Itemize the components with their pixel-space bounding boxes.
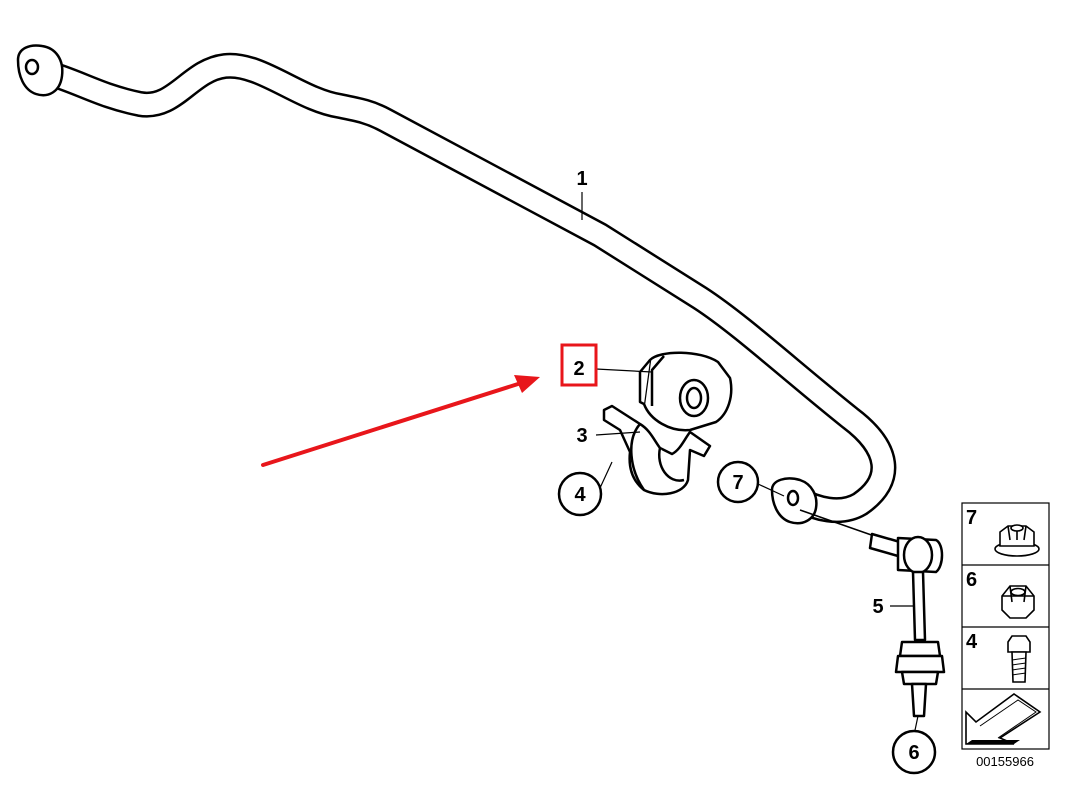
bar-end-eye xyxy=(16,44,64,97)
hex-nut-icon xyxy=(1001,585,1035,619)
forward-arrow-icon xyxy=(965,693,1042,745)
legend-num-7: 7 xyxy=(966,507,977,529)
legend-num-4: 4 xyxy=(966,631,978,653)
callout-4: 4 xyxy=(574,484,586,506)
stabilizer-bar xyxy=(32,52,897,524)
rubber-mounting xyxy=(638,351,733,432)
diagram-code: 00155966 xyxy=(976,754,1034,769)
hardware-legend: 7 6 4 xyxy=(961,502,1050,750)
callout-2: 2 xyxy=(573,358,584,380)
callout-5: 5 xyxy=(872,596,883,618)
callout-4-circle xyxy=(557,471,603,517)
stabilizer-bracket xyxy=(602,404,712,496)
bolt-icon xyxy=(1007,635,1031,683)
callout-1: 1 xyxy=(576,168,587,190)
callout-7-circle xyxy=(716,460,760,504)
bar-end-eye-right xyxy=(770,477,818,525)
legend-num-6: 6 xyxy=(966,569,977,591)
callout-6-circle xyxy=(891,729,937,775)
callout-7: 7 xyxy=(732,472,743,494)
flange-nut-icon xyxy=(994,524,1040,557)
stabilizer-link xyxy=(799,509,946,718)
callout-6: 6 xyxy=(908,742,919,764)
highlight-arrow xyxy=(261,375,540,467)
callout-3: 3 xyxy=(576,425,587,447)
callout-2-highlight xyxy=(560,343,598,387)
